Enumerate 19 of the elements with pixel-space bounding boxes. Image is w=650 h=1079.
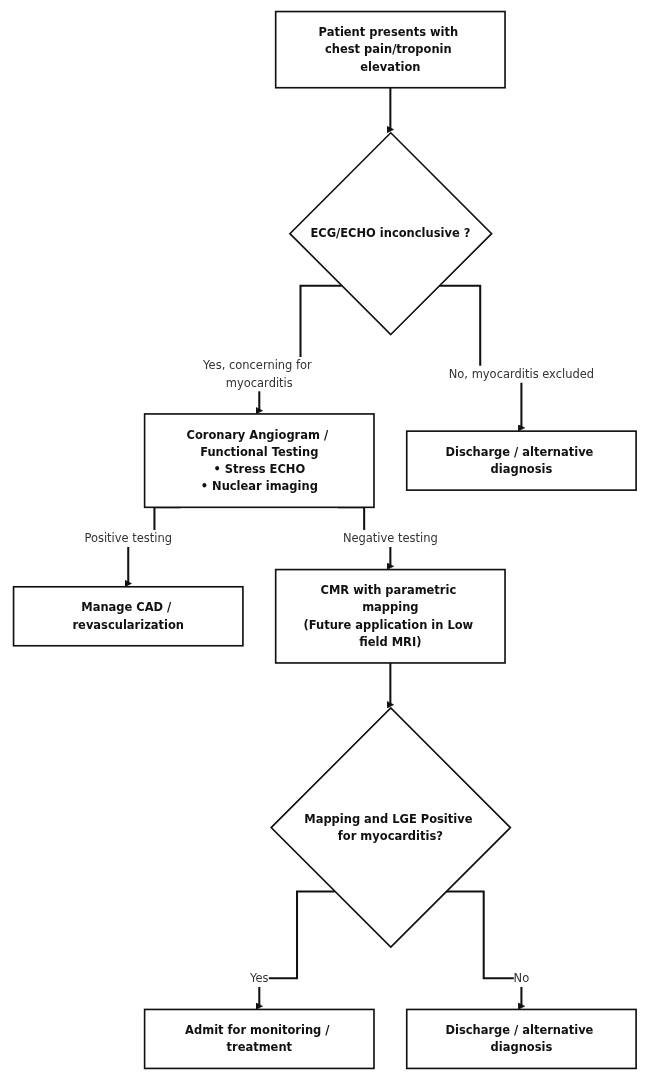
edge-label: Yes, concerning for myocarditis	[203, 358, 312, 389]
arrow	[386, 661, 395, 708]
node-box: Manage CAD / revascularization	[12, 585, 244, 647]
node-box: Coronary Angiogram / Functional Testing • Stress ECHO • Nuclear imaging	[143, 412, 375, 508]
arrow	[446, 890, 526, 1010]
edge-label: No, myocarditis excluded	[448, 366, 595, 380]
node-box: Discharge / alternative diagnosis	[406, 1008, 638, 1069]
edge-label: Yes	[250, 970, 269, 984]
edge-label: No	[513, 970, 530, 984]
node-box: Admit for monitoring / treatment	[143, 1008, 375, 1069]
arrow	[386, 86, 395, 133]
arrow	[255, 890, 335, 1010]
node-box: Patient presents with chest pain/troponin elevation	[275, 10, 507, 89]
node-diamond: ECG/ECHO inconclusive ?	[288, 131, 493, 336]
node-box: CMR with parametric mapping (Future application in Low field MRI)	[275, 568, 507, 664]
edge-label: Positive testing	[84, 530, 173, 545]
node-diamond: Mapping and LGE Positive for myocarditis?	[270, 706, 512, 948]
edge-label: Negative testing	[343, 530, 438, 545]
node-box: Discharge / alternative diagnosis	[406, 429, 638, 491]
